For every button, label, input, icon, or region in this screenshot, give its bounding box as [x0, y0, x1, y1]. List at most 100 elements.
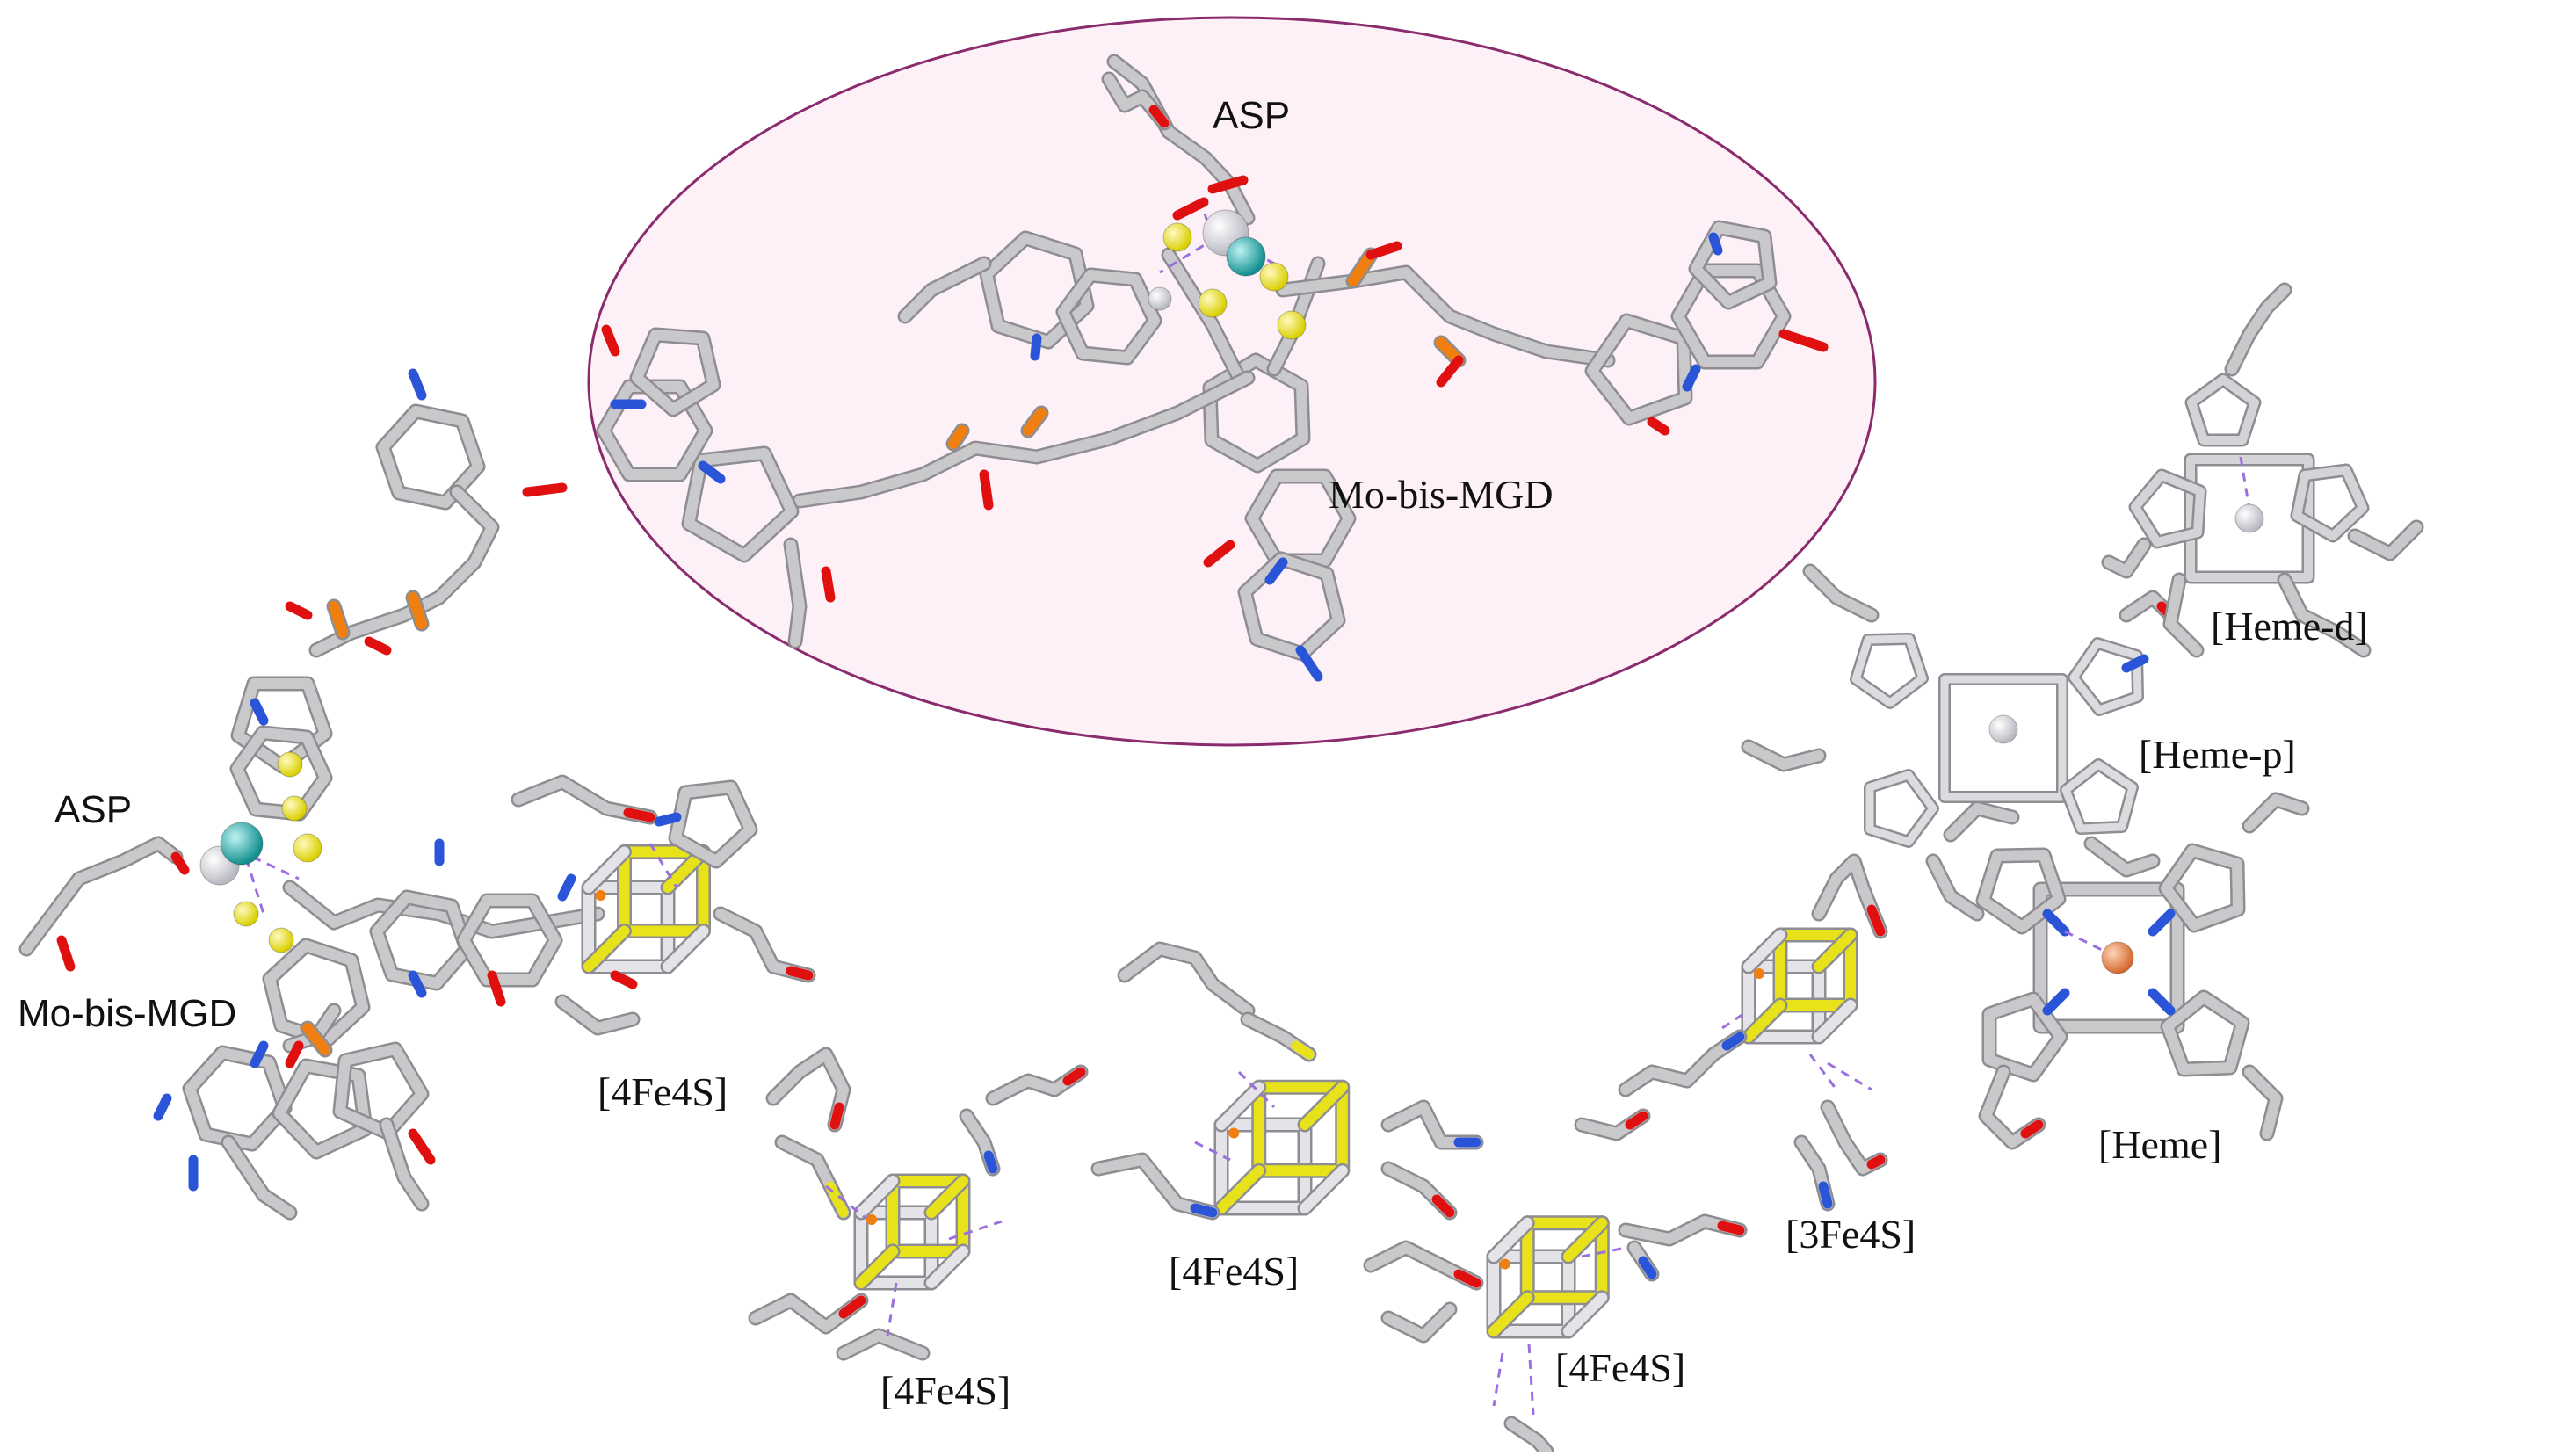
- ell-right-ribose: [1587, 315, 1691, 424]
- heme-pyrrole-1: [1978, 850, 2064, 932]
- fes3-chain-1-tip: [1866, 904, 1886, 937]
- heme-p-pyrrole-3: [1865, 771, 1937, 846]
- fes-a-cube-edge-3: [583, 925, 630, 972]
- fes-b-chain-5-tip: [838, 1295, 866, 1319]
- ell-left-base-1: [598, 381, 711, 480]
- left-bottom-base-1: [185, 1047, 290, 1149]
- ell-right-o3: [1778, 329, 1829, 352]
- fes-c-cube-edge-3: [1216, 1165, 1264, 1213]
- label-mo-bis-mgd-top: Mo-bis-MGD: [1329, 472, 1554, 517]
- fes3-chain-4-tip: [1866, 1155, 1886, 1170]
- heme-d-axial-chain: [2227, 285, 2290, 374]
- ell-left-o3: [821, 566, 836, 603]
- fes-b-cube-edge-0: [856, 1176, 898, 1218]
- heme-pyrrole-3: [1984, 994, 2066, 1080]
- left-bottom-o: [408, 1128, 436, 1165]
- fes-b-cube-edge-3: [856, 1246, 898, 1288]
- fes-d-chain-2: [1383, 1304, 1455, 1341]
- fes-b-chain-2-tip: [1062, 1067, 1086, 1086]
- fes-a-chain-3: [557, 996, 638, 1033]
- fes3-cube-edge-2: [1814, 1000, 1856, 1042]
- label-4fe4s-c: [4Fe4S]: [1169, 1249, 1300, 1293]
- ell-left-ribose: [684, 448, 797, 561]
- left-asp-chain: [21, 838, 181, 954]
- fes-d-chain-4-tip: [1638, 1256, 1657, 1279]
- fes-d-cube-edge-0: [1488, 1217, 1533, 1262]
- fes-a-o: [610, 970, 638, 989]
- ell-asp-branch-tip: [1148, 105, 1170, 128]
- ell-lower-ring-1: [1247, 471, 1354, 566]
- ell-right-o4: [1647, 417, 1670, 436]
- fes-b-bond-3: [886, 1282, 898, 1336]
- left-p1: [329, 601, 348, 638]
- label-4fe4s-d: [4Fe4S]: [1555, 1345, 1686, 1390]
- fes3-bond-2: [1721, 1009, 1749, 1030]
- fes-c-cube-edge-2: [1300, 1165, 1348, 1213]
- ell-mo-atom: [1226, 236, 1266, 277]
- ell-ring-2: [1058, 270, 1160, 363]
- label-4fe4s-a: [4Fe4S]: [598, 1069, 728, 1114]
- heme-methyl: [2244, 1067, 2281, 1139]
- fes3-bond-1: [1808, 1054, 1838, 1090]
- left-p2: [408, 592, 427, 629]
- fes-c-chain-2-tip: [1291, 1040, 1315, 1060]
- ell-asp-chain: [1109, 56, 1253, 223]
- fes-a-cube-edge-2: [663, 925, 709, 972]
- fes-d-cube-edge-2: [1563, 1292, 1608, 1336]
- heme-d-side-4: [2165, 575, 2202, 656]
- heme-propionate-1-tip: [2020, 1119, 2044, 1139]
- fes-d-bond-1: [1527, 1344, 1535, 1416]
- heme-macrocycle: [2035, 884, 2183, 1032]
- ell-lower-n2: [1264, 557, 1288, 585]
- left-pterin-n2: [557, 873, 576, 902]
- fes-b-cube-edge-2: [926, 1246, 968, 1288]
- ell-right-base-1: [1673, 265, 1789, 367]
- atom-spheres: [199, 209, 2264, 1270]
- ell-lower-n1: [1295, 645, 1323, 682]
- ell-s4: [1277, 310, 1307, 340]
- ell-left-p1: [1023, 408, 1047, 436]
- heme-pyrrole-4: [2162, 992, 2248, 1075]
- left-s2: [281, 795, 308, 822]
- fes-c-cube-fe-dot: [1228, 1127, 1240, 1139]
- fes3-chain-2: [1620, 1032, 1745, 1095]
- heme-d-pyrrole-2: [2131, 471, 2205, 547]
- left-mo-atom: [220, 822, 264, 866]
- heme-p-pyrrole-1: [1851, 634, 1927, 707]
- ell-left-p2: [948, 425, 967, 449]
- ell-left-arm: [794, 373, 1253, 506]
- ell-ring-1-tail: [900, 258, 989, 322]
- heme-d-axial-ring: [2187, 375, 2259, 445]
- left-s4: [268, 927, 294, 953]
- fes-a-cube-fe-dot: [595, 890, 606, 901]
- left-top-o: [522, 482, 568, 497]
- fes-a-bond: [648, 843, 678, 888]
- heme-n1: [2042, 909, 2070, 937]
- fes-c-chain-3-tip: [1190, 1203, 1218, 1218]
- heme-pyrrole-2: [2161, 845, 2243, 931]
- fes-c-bond-1: [1237, 1070, 1276, 1109]
- left-s3: [233, 901, 259, 927]
- heme-p-macrocycle: [1940, 675, 2067, 801]
- fes-b-chain-1: [768, 1049, 849, 1130]
- heme-d-pyrrole-1: [2292, 466, 2367, 540]
- ell-white-small: [1148, 286, 1172, 311]
- fes3-chain-2-tip: [1721, 1032, 1745, 1051]
- fes3-cube-edge-3: [1743, 1000, 1785, 1042]
- left-o1: [285, 601, 313, 620]
- ell-left-drop: [786, 540, 805, 647]
- left-bottom-tail-2: [223, 1137, 295, 1218]
- label-asp-left: ASP: [54, 788, 133, 831]
- ell-left-n2: [698, 460, 726, 484]
- fes-d-chain-3-tip: [1717, 1221, 1745, 1235]
- heme-p-n: [2121, 654, 2149, 673]
- heme-p-side-2: [1743, 742, 1824, 770]
- left-s-upper: [277, 751, 303, 778]
- heme-d-side-1: [2350, 522, 2422, 559]
- label-asp-top: ASP: [1213, 94, 1291, 137]
- left-mo-bond-2: [240, 843, 265, 915]
- fes3-cube-fe-dot: [1754, 968, 1764, 979]
- fes-d-bond-2: [1492, 1352, 1504, 1407]
- left-mo-bond-1: [223, 842, 300, 880]
- fes-b-chain-1-tip: [829, 1102, 844, 1130]
